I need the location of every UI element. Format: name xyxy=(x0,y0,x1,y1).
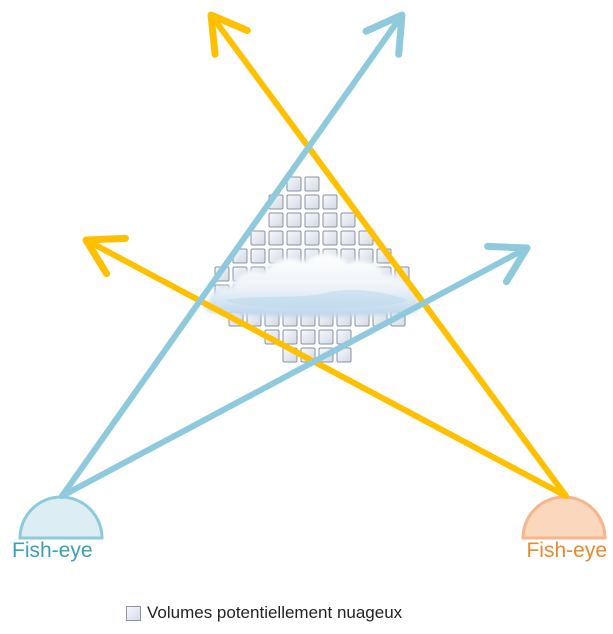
cloud-icon xyxy=(205,252,420,317)
volume-cell xyxy=(286,194,302,210)
left-fisheye-dome xyxy=(18,495,104,540)
arrowhead-icon xyxy=(207,11,251,58)
legend-label: Volumes potentiellement nuageux xyxy=(147,603,403,622)
volume-cell xyxy=(322,230,338,246)
arrowhead-icon xyxy=(82,234,129,278)
arrowhead-icon xyxy=(484,242,531,286)
volume-cell xyxy=(286,176,302,192)
volume-cell xyxy=(268,230,284,246)
volume-cell xyxy=(282,329,298,345)
volume-cell xyxy=(250,230,266,246)
right-fisheye-label: Fish-eye xyxy=(526,539,607,562)
volume-cell xyxy=(268,212,284,228)
volume-cell xyxy=(286,212,302,228)
volume-cell xyxy=(318,329,334,345)
volume-cell xyxy=(304,212,320,228)
left-camera-ray xyxy=(59,12,405,499)
left-fisheye-label: Fish-eye xyxy=(12,539,93,562)
ray-layer xyxy=(59,11,569,499)
right-camera-ray xyxy=(83,237,569,499)
volume-cell xyxy=(340,212,356,228)
volume-cell xyxy=(286,230,302,246)
right-fisheye-dome xyxy=(521,495,607,540)
volume-cell xyxy=(304,176,320,192)
volume-cell xyxy=(322,212,338,228)
legend-swatch-icon xyxy=(126,605,141,621)
volume-cell xyxy=(322,194,338,210)
volume-cell xyxy=(340,230,356,246)
arrowhead-icon xyxy=(362,11,406,58)
volume-cell xyxy=(300,329,316,345)
volume-cell xyxy=(304,230,320,246)
volume-cell xyxy=(304,194,320,210)
left-camera-ray xyxy=(59,245,530,499)
volume-cell xyxy=(250,248,266,264)
legend: Volumes potentiellement nuageux xyxy=(126,603,402,623)
right-camera-ray xyxy=(208,12,569,499)
